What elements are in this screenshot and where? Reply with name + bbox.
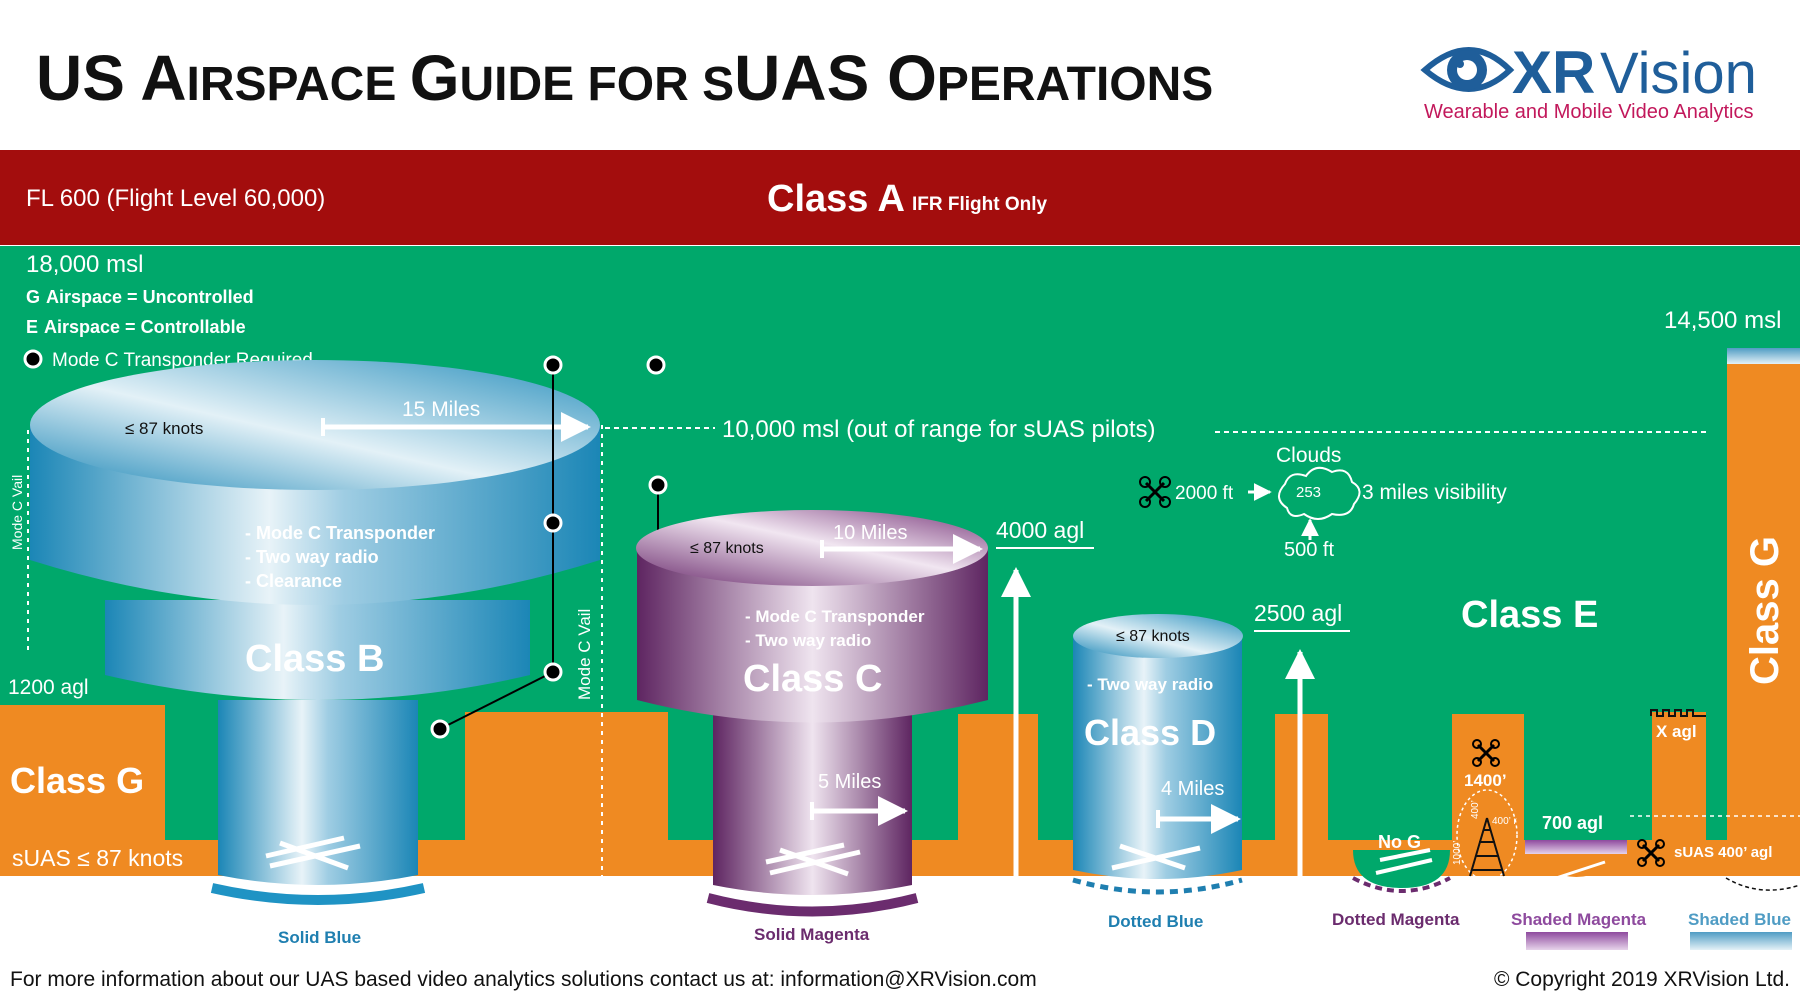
class-e-title: Class E (1461, 594, 1598, 636)
class-d-chart-label: Dotted Blue (1108, 912, 1203, 931)
class-a-band (0, 150, 1800, 245)
svg-text:400’: 400’ (1470, 800, 1481, 819)
class-c-miles-top: 10 Miles (833, 522, 907, 544)
cloud-500ft: 500 ft (1284, 539, 1334, 561)
class-c-crossed-runways-icon (765, 842, 861, 877)
fl-600-label: FL 600 (Flight Level 60,000) (26, 185, 325, 212)
class-g-left-suas: sUAS ≤ 87 knots (12, 845, 183, 871)
msl-10000-label: 10,000 msl (out of range for sUAS pilots… (722, 416, 1156, 443)
class-a-title: Class A (767, 178, 905, 220)
dotted-magenta-label: Dotted Magenta (1332, 910, 1460, 929)
class-g-right-cap (1727, 348, 1800, 364)
class-d-crossed-runways-icon (1111, 843, 1201, 871)
agl-700-label: 700 agl (1542, 813, 1603, 833)
class-c-req-1: - Mode C Transponder (745, 607, 925, 626)
eye-icon (1420, 47, 1515, 92)
class-b-chart-label: Solid Blue (278, 928, 361, 947)
mode-c-dot-icon (23, 349, 43, 369)
drone-icon (1139, 476, 1171, 508)
logo-vision: Vision (1600, 41, 1757, 106)
suas-400-drone-icon (1637, 839, 1665, 867)
class-d-title: Class D (1084, 712, 1216, 753)
footer-copyright: © Copyright 2019 XRVision Ltd. (1494, 968, 1790, 991)
class-b-req-3: - Clearance (245, 571, 342, 591)
shaded-blue-swatch (1690, 932, 1792, 950)
class-c-knots: ≤ 87 knots (690, 540, 764, 557)
class-b-req-1: - Mode C Transponder (245, 523, 435, 543)
radio-tower-icon (1469, 817, 1505, 877)
shaded-blue-label: Shaded Blue (1688, 910, 1791, 929)
x-agl-label: X agl (1656, 722, 1697, 741)
shaded-magenta-swatch (1526, 932, 1628, 950)
svg-text:1000’: 1000’ (1452, 841, 1463, 865)
class-b-knots: ≤ 87 knots (125, 419, 203, 438)
mode-c-veil-left: Mode C Vail (9, 475, 25, 550)
class-a-subtitle: IFR Flight Only (912, 194, 1048, 215)
page-title: US AIRSPACE GUIDE FOR SUAS OPERATIONS (36, 42, 1213, 114)
cloud-number: 253 (1296, 484, 1321, 501)
svg-text:400’ r: 400’ r (1492, 816, 1517, 827)
tower-1400-drone-icon (1472, 739, 1500, 767)
msl-14500-label: 14,500 msl (1664, 307, 1781, 334)
agl-2500-label: 2500 agl (1254, 600, 1342, 626)
class-d-req-1: - Two way radio (1087, 675, 1213, 694)
logo-tagline: Wearable and Mobile Video Analytics (1424, 101, 1753, 123)
class-c-miles-bottom: 5 Miles (818, 771, 881, 793)
class-c-airspace (636, 510, 988, 917)
class-c-title: Class C (743, 658, 882, 700)
class-g-right-column (1727, 348, 1800, 876)
xrvision-logo[interactable]: XR Vision Wearable and Mobile Video Anal… (1420, 39, 1757, 123)
tower-1400-label: 1400’ (1464, 771, 1507, 790)
class-b-title: Class B (245, 638, 384, 680)
agl-4000-label: 4000 agl (996, 517, 1084, 543)
x-agl-marker (1650, 709, 1706, 717)
class-b-miles: 15 Miles (402, 398, 480, 421)
cloud-icon (1278, 466, 1361, 520)
agl-1200-label: 1200 agl (8, 676, 89, 699)
class-g-left-title: Class G (10, 760, 144, 801)
footer-info: For more information about our UAS based… (10, 968, 1037, 991)
class-b-crossed-runways-icon (265, 835, 361, 871)
class-d-knots: ≤ 87 knots (1116, 628, 1190, 645)
clouds-label: Clouds (1276, 444, 1341, 467)
class-c-chart-label: Solid Magenta (754, 925, 870, 944)
class-b-airspace (30, 360, 600, 905)
no-g-label: No G (1378, 832, 1421, 852)
msl-18000-label: 18,000 msl (26, 251, 143, 278)
shaded-magenta-label: Shaded Magenta (1511, 910, 1647, 929)
logo-xr: XR (1512, 39, 1595, 106)
class-c-req-2: - Two way radio (745, 631, 871, 650)
cloud-2000ft: 2000 ft (1175, 483, 1234, 504)
cloud-visibility: 3 miles visibility (1362, 481, 1507, 504)
class-b-req-2: - Two way radio (245, 547, 379, 567)
class-g-right-title: Class G (1743, 536, 1787, 685)
mode-c-veil-right: Mode C Vail (575, 609, 594, 700)
shaded-magenta-band (1525, 840, 1627, 854)
class-d-miles-bottom: 4 Miles (1161, 778, 1224, 800)
suas-400-label: sUAS 400’ agl (1674, 844, 1772, 861)
class-d-airspace (1072, 614, 1243, 895)
